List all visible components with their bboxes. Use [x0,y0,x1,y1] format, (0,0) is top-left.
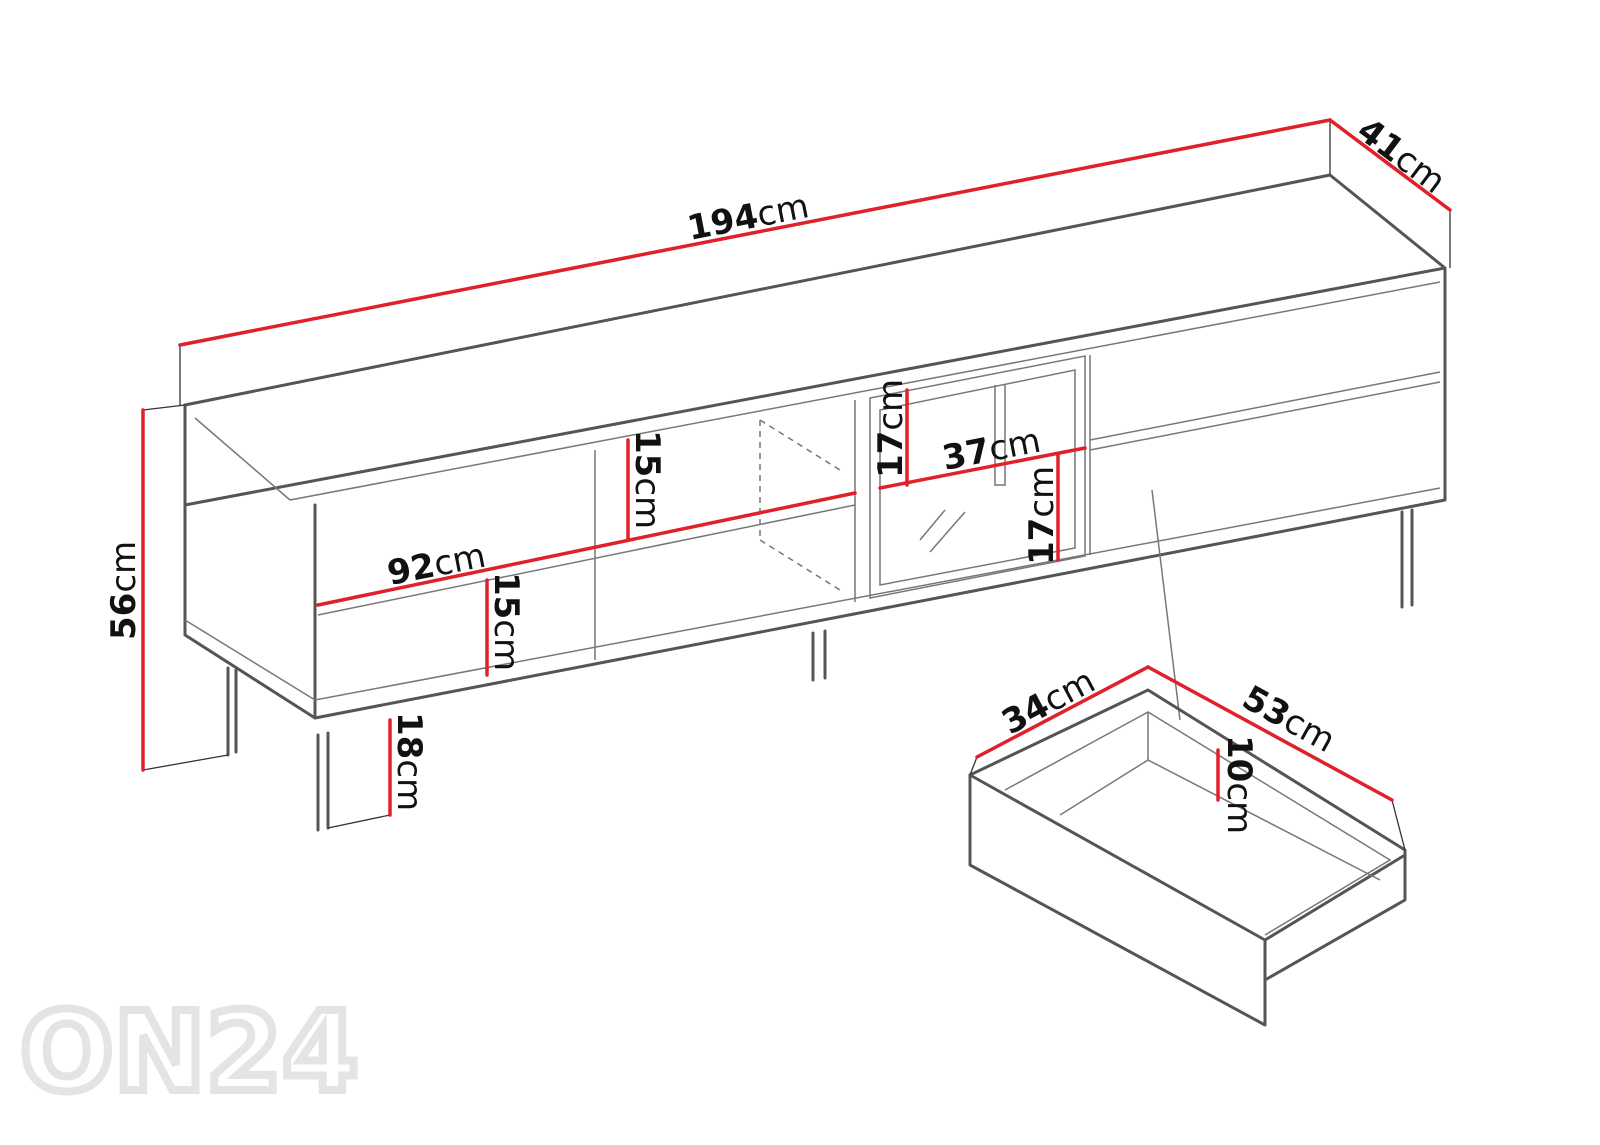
drawer-outline [968,688,1407,1027]
legs [142,508,1414,832]
label-height: 56cm [104,541,144,640]
label-glass-width: 37cm [939,421,1044,479]
label-width: 194cm [684,186,812,249]
label-glass-upper-height: 17cm [871,379,911,478]
label-glass-lower-height: 17cm [1022,466,1062,565]
dimension-lines [141,118,1452,817]
label-shelf-width: 92cm [384,536,489,594]
watermark-logo: ON24 [20,988,359,1116]
label-drawer-width: 34cm [995,661,1101,743]
label-lower-drawer-height: 15cm [486,572,526,671]
label-leg-height: 18cm [389,712,429,811]
cabinet-outline [183,173,1447,721]
label-depth: 41cm [1350,110,1453,202]
label-drawer-height: 10cm [1219,735,1259,834]
extension-lines [142,120,1451,851]
label-upper-shelf-height: 15cm [627,430,667,529]
